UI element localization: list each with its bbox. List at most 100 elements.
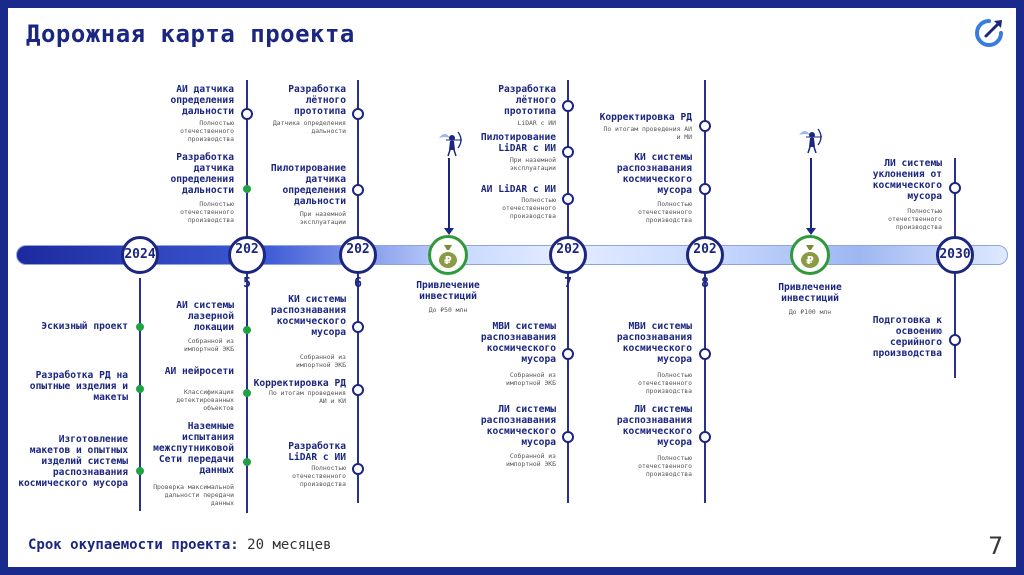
year-2030-node: 2030	[936, 236, 974, 274]
page-title: Дорожная карта проекта	[26, 20, 355, 48]
milestone-dot	[241, 108, 253, 120]
year-2026-label: 202	[346, 242, 370, 257]
milestone-label: Подготовка к освоению серийного производ…	[872, 315, 942, 359]
investment-node-2: ₽	[790, 235, 830, 275]
milestone-label: Разработка LiDAR с ИИ	[288, 441, 346, 463]
timeline-line-2027	[567, 80, 569, 503]
year-2024-node: 2024	[121, 236, 159, 274]
page-number: 7	[988, 532, 1004, 560]
timeline-line-2025	[246, 80, 248, 513]
milestone-label: АИ LiDAR с ИИ	[480, 184, 556, 195]
investment-node-1: ₽	[428, 235, 468, 275]
milestone-sub: По итогам проведения АИ и МИ	[603, 125, 693, 141]
milestone-sub: Собранной из импортной ЭКБ	[505, 452, 556, 468]
year-2024-label: 2024	[124, 247, 156, 262]
timeline-band	[16, 245, 1008, 265]
milestone-dot	[136, 385, 144, 393]
milestone-dot	[562, 193, 574, 205]
investment-label-2: Привлечение инвестиций	[778, 282, 842, 304]
investment-arrowhead-1	[444, 228, 454, 235]
milestone-dot	[136, 467, 144, 475]
cupid-icon	[799, 128, 822, 154]
year-2025-node: 202 5	[228, 236, 266, 290]
investment-label-1: Привлечение инвестиций	[416, 280, 480, 302]
year-2026-node: 202 6	[339, 236, 377, 290]
milestone-sub: Собранной из импортной ЭКБ	[295, 353, 346, 369]
milestone-dot	[562, 100, 574, 112]
milestone-label: ЛИ системы распознавания космического му…	[616, 404, 692, 448]
milestone-sub: Полностью отечественного производства	[638, 200, 692, 224]
milestone-sub: Полностью отечественного производства	[638, 371, 692, 395]
milestone-dot	[699, 348, 711, 360]
milestone-dot	[352, 463, 364, 475]
milestone-dot	[352, 321, 364, 333]
milestone-sub: Датчика определения дальности	[272, 119, 346, 135]
milestone-dot	[949, 182, 961, 194]
milestone-label: АИ нейросети	[164, 366, 234, 377]
milestone-label: Изготовление макетов и опытных изделий с…	[18, 434, 128, 489]
year-2027-label: 202	[556, 242, 580, 257]
timeline-line-2024	[139, 278, 141, 511]
timeline-line-2028	[704, 80, 706, 503]
milestone-dot	[243, 326, 251, 334]
milestone-sub: Полностью отечественного производства	[180, 119, 234, 143]
money-bag-icon: ₽	[801, 245, 819, 268]
milestone-sub: Проверка максимальной дальности передачи…	[153, 483, 234, 507]
milestone-dot	[949, 334, 961, 346]
milestone-sub: По итогам проведения АИ и КИ	[269, 389, 346, 405]
investment-arrow-2	[810, 158, 812, 230]
milestone-label: Разработка датчика определения дальности	[170, 152, 234, 196]
milestone-sub: Полностью отечественного производства	[180, 200, 234, 224]
milestone-dot	[562, 146, 574, 158]
milestone-sub: Собранной из импортной ЭКБ	[505, 371, 556, 387]
milestone-dot	[562, 431, 574, 443]
milestone-dot	[352, 384, 364, 396]
investment-arrow-1	[448, 158, 450, 230]
milestone-label: Корректировка РД	[253, 378, 346, 389]
year-2028-node: 202 8	[686, 236, 724, 290]
milestone-sub: Полностью отечественного производства	[502, 196, 556, 220]
svg-text:₽: ₽	[806, 254, 814, 267]
milestone-sub: Собранной из импортной ЭКБ	[183, 337, 234, 353]
milestone-sub: При наземной эксплуатации	[299, 210, 346, 226]
rocket-logo-icon	[975, 19, 1003, 47]
cupid-icon	[439, 131, 462, 157]
milestone-dot	[699, 183, 711, 195]
slide: Дорожная карта проекта 2024 202 5	[8, 8, 1016, 567]
money-bag-icon: ₽	[439, 245, 457, 268]
milestone-label: Разработка РД на опытные изделия и макет…	[29, 370, 128, 403]
year-2027-node: 202 7	[549, 236, 587, 290]
milestone-dot	[136, 323, 144, 331]
milestone-label: ЛИ системы распознавания космического му…	[480, 404, 556, 448]
milestone-dot	[699, 431, 711, 443]
investment-amount-2: До ₽100 млн	[788, 308, 832, 316]
milestone-dot	[243, 389, 251, 397]
milestone-sub: Классификация детектированных объектов	[176, 388, 234, 412]
milestone-label: КИ системы распознавания космического му…	[270, 294, 346, 338]
milestone-label: АИ системы лазерной локации	[176, 300, 234, 333]
milestone-dot	[699, 120, 711, 132]
milestone-label: Эскизный проект	[41, 321, 128, 332]
payback-label: Срок окупаемости проекта:	[28, 537, 239, 553]
milestone-sub: LiDAR с ИИ	[517, 119, 556, 127]
milestone-dot	[243, 458, 251, 466]
year-2028-tail: 8	[701, 276, 709, 291]
milestone-label: Наземные испытания межспутниковой Сети п…	[153, 421, 234, 476]
milestone-sub: При наземной эксплуатации	[509, 156, 556, 172]
milestone-dot	[562, 348, 574, 360]
timeline-line-2026	[357, 80, 359, 503]
milestone-label: Пилотирование датчика определения дально…	[270, 163, 346, 207]
svg-text:₽: ₽	[444, 254, 452, 267]
milestone-label: ЛИ системы уклонения от космического мус…	[872, 158, 942, 202]
milestone-dot	[243, 185, 251, 193]
year-2030-label: 2030	[939, 247, 971, 262]
milestone-dot	[352, 184, 364, 196]
year-2027-tail: 7	[564, 276, 572, 291]
milestone-dot	[352, 108, 364, 120]
payback-value: 20 месяцев	[247, 537, 332, 553]
milestone-label: Разработка лётного прототипа	[288, 84, 346, 117]
milestone-label: МВИ системы распознавания космического м…	[616, 321, 692, 365]
milestone-label: АИ датчика определения дальности	[170, 84, 234, 117]
year-2026-tail: 6	[354, 276, 362, 291]
milestone-sub: Полностью отечественного производства	[638, 454, 692, 478]
